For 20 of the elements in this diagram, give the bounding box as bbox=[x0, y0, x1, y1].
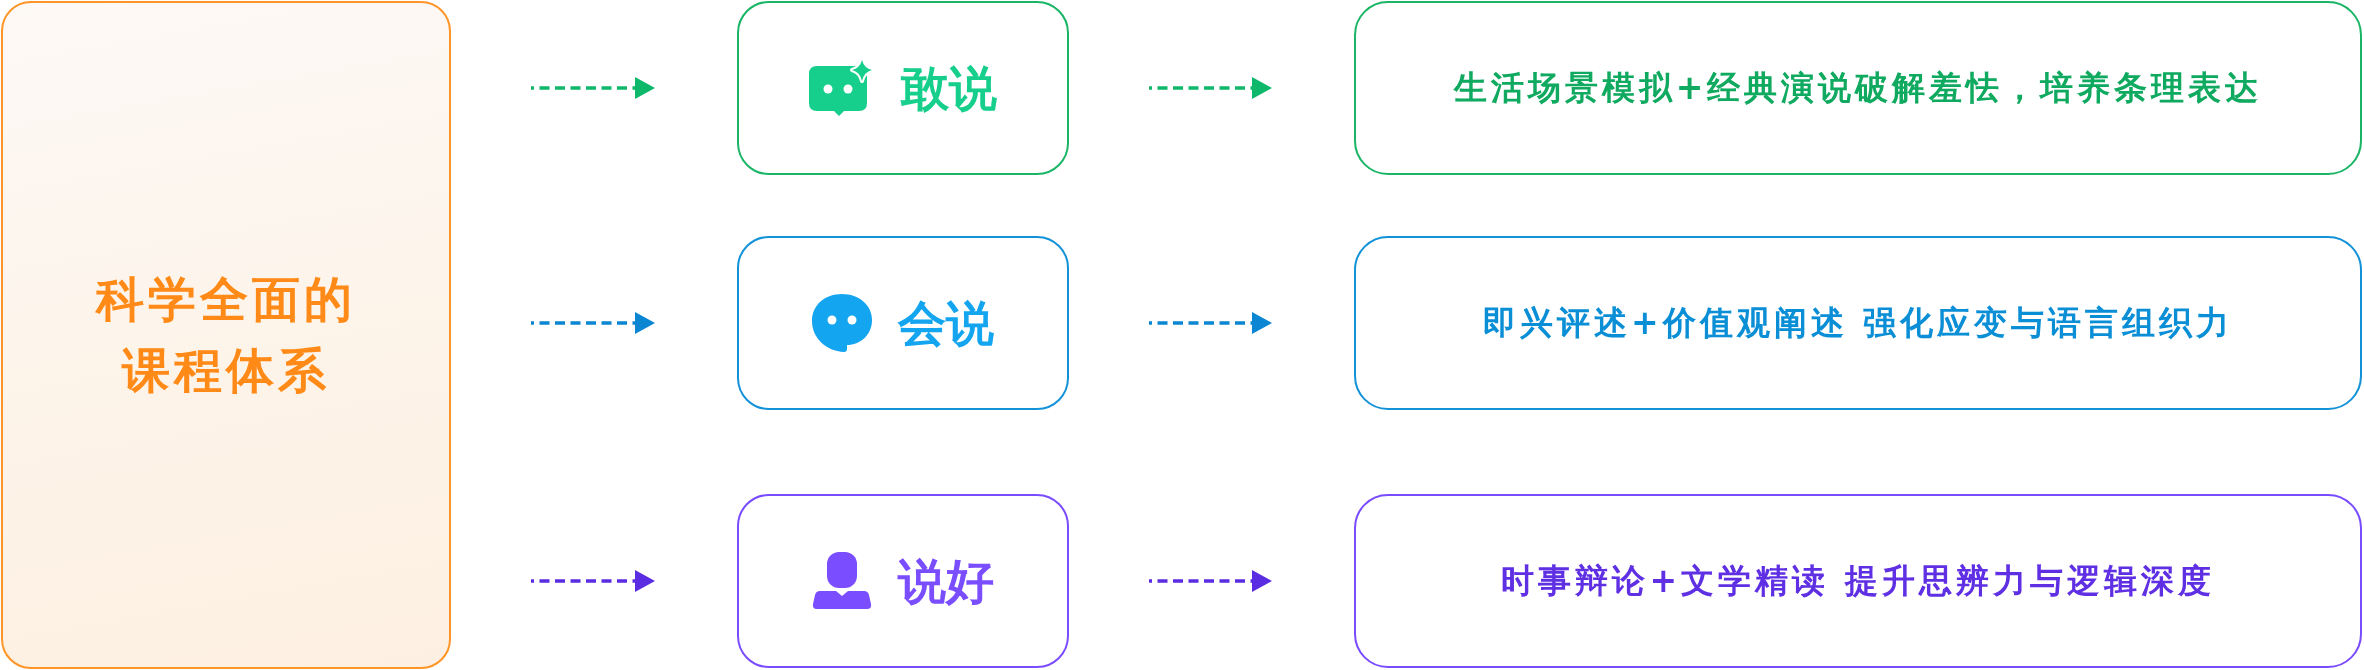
category-box bbox=[737, 1, 1069, 175]
arrow bbox=[1149, 312, 1272, 334]
description-text: 生活场景模拟+经典演说破解羞怯，培养条理表达 bbox=[1452, 66, 2264, 109]
description-box bbox=[1354, 494, 2362, 668]
panel-title: 科学全面的课程体系 bbox=[94, 270, 357, 400]
category-box bbox=[737, 236, 1069, 410]
arrow bbox=[531, 570, 655, 592]
category-box bbox=[737, 494, 1069, 668]
title-panel bbox=[1, 1, 451, 669]
description-text: 即兴评述+价值观阐述 强化应变与语言组织力 bbox=[1481, 301, 2235, 344]
description-box bbox=[1354, 236, 2362, 410]
arrow bbox=[531, 77, 655, 99]
category-label: 说好 bbox=[898, 554, 994, 608]
arrow bbox=[1149, 77, 1272, 99]
description-text: 时事辩论+文学精读 提升思辨力与逻辑深度 bbox=[1500, 559, 2216, 602]
category-label: 会说 bbox=[898, 296, 994, 350]
arrow bbox=[1149, 570, 1272, 592]
arrow bbox=[531, 312, 655, 334]
description-box bbox=[1354, 1, 2362, 175]
category-label: 敢说 bbox=[901, 61, 997, 115]
